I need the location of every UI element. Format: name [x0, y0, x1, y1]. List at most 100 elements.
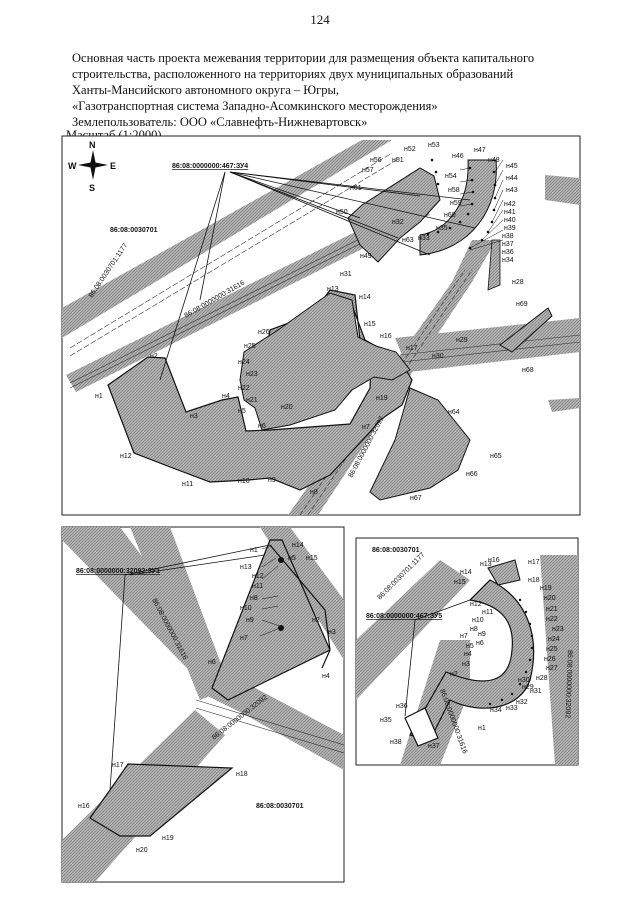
- point-label: н36: [396, 703, 408, 710]
- point-label: н8: [310, 489, 318, 496]
- point-label: н7: [362, 424, 370, 431]
- point-label: н10: [238, 478, 250, 485]
- point-label: н1: [478, 725, 486, 732]
- parcel-zu5-small: [404, 707, 439, 747]
- point-label: н4: [464, 651, 472, 658]
- document-header: Основная часть проекта межевания террито…: [72, 50, 592, 130]
- point-label: н49: [360, 253, 372, 260]
- point-label: н12: [120, 453, 132, 460]
- point-label: н42: [504, 201, 516, 208]
- point-label: н51: [392, 157, 404, 164]
- point-label: н61: [350, 185, 362, 192]
- point-label: н23: [552, 626, 564, 633]
- point-label: н59: [450, 200, 462, 207]
- point-label: н26: [544, 656, 556, 663]
- point-label: н69: [516, 301, 528, 308]
- point-label: н14: [292, 542, 304, 549]
- point-label: н47: [474, 147, 486, 154]
- point-label: н20: [281, 404, 293, 411]
- point-label: н3: [190, 413, 198, 420]
- inset-right-point-labels: н1 н2 н3 н4 н5 н6 н7 н8 н9 н10 н11 н12 н…: [380, 557, 564, 750]
- point-label: н2: [150, 353, 158, 360]
- main-map: N S W E 86:08:0000000:467:ЗУ4 86:08:0030…: [61, 135, 581, 516]
- point-label: н57: [362, 167, 374, 174]
- point-label: н11: [482, 609, 493, 616]
- point-label: н52: [404, 146, 416, 153]
- point-label: н9: [246, 617, 254, 624]
- point-label: н20: [136, 847, 148, 854]
- point-label: н15: [306, 555, 318, 562]
- point-label: н60: [444, 212, 456, 219]
- point-label: н33: [418, 235, 430, 242]
- point-label: н5: [466, 643, 474, 650]
- parcel-zu4-east: [499, 307, 553, 353]
- road-1177-strip: [62, 140, 392, 338]
- point-label: н19: [376, 395, 388, 402]
- point-label: н29: [522, 684, 534, 691]
- point-label: н13: [480, 561, 492, 568]
- point-label: н68: [522, 367, 534, 374]
- inset-right-quarter: 86:08:0030701: [372, 547, 420, 554]
- point-label: н29: [456, 337, 468, 344]
- compass-w: W: [68, 161, 77, 171]
- point-label: н45: [506, 163, 518, 170]
- inset-map-right: 86:08:0030701 86:08:0000000:467:ЗУ5 86:0…: [355, 537, 579, 766]
- point-label: н25: [546, 646, 558, 653]
- point-label: н17: [528, 559, 540, 566]
- point-label: н35: [380, 717, 392, 724]
- page-number: 124: [310, 12, 330, 27]
- point-label: н34: [490, 707, 502, 714]
- point-label: н37: [428, 743, 440, 750]
- main-point-labels: н1 н2 н3 н4 н5 н6 н7 н8 н9 н10 н11 н12 н…: [95, 142, 534, 502]
- point-label: н40: [504, 217, 516, 224]
- point-label: н56: [370, 157, 382, 164]
- point-label: н50: [336, 209, 348, 216]
- point-label: н44: [506, 175, 518, 182]
- point-label: н9: [268, 477, 276, 484]
- point-label: н19: [162, 835, 174, 842]
- road-31616-strip: [66, 200, 430, 392]
- point-label: н17: [112, 762, 124, 769]
- inset-right-parcel-tag: 86:08:0000000:467:ЗУ5: [366, 613, 442, 620]
- header-line-4: «Газотранспортная система Западно-Асомки…: [72, 99, 438, 113]
- point-label: н53: [428, 142, 440, 149]
- point-label: н54: [445, 173, 457, 180]
- inset-left-quarter: 86:08:0030701: [256, 803, 304, 810]
- point-label: н10: [240, 605, 252, 612]
- point-label: н41: [504, 209, 516, 216]
- point-label: н8: [250, 595, 258, 602]
- point-label: н48: [488, 157, 500, 164]
- point-label: н13: [327, 286, 339, 293]
- point-label: н22: [238, 385, 250, 392]
- point-label: н1: [95, 393, 103, 400]
- point-label: н8: [470, 626, 478, 633]
- main-parcel-tag: 86:08:0000000:467:ЗУ4: [172, 163, 248, 170]
- point-label: н5: [288, 555, 296, 562]
- point-label: н32: [516, 699, 528, 706]
- point-label: н26: [258, 329, 270, 336]
- parcel-zu4-north: [347, 167, 441, 263]
- point-label: н4: [322, 673, 330, 680]
- arc-boundary-points: [426, 158, 497, 250]
- point-label: н18: [528, 577, 540, 584]
- point-label: н66: [466, 471, 478, 478]
- point-label: н25: [244, 343, 256, 350]
- point-label: н17: [406, 345, 418, 352]
- header-line-5: Землепользователь: ООО «Славнефть-Нижнев…: [72, 115, 368, 129]
- point-label: н24: [238, 359, 250, 366]
- point-label: н23: [246, 371, 258, 378]
- point-label: н2: [450, 671, 458, 678]
- point-label: н37: [502, 241, 514, 248]
- point-label: н12: [470, 601, 482, 608]
- point-label: н24: [548, 636, 560, 643]
- point-label: н16: [380, 333, 392, 340]
- main-quarter-label: 86:08:0030701: [110, 227, 158, 234]
- point-label: н15: [454, 579, 466, 586]
- point-label: н28: [512, 279, 524, 286]
- inset-map-left: 86:08:0000000:32092:ЗУ1 86:08:0030701 86…: [61, 526, 345, 883]
- point-label: н12: [252, 573, 264, 580]
- point-label: н32: [392, 219, 404, 226]
- point-label: н11: [182, 481, 193, 488]
- point-label: н14: [460, 569, 472, 576]
